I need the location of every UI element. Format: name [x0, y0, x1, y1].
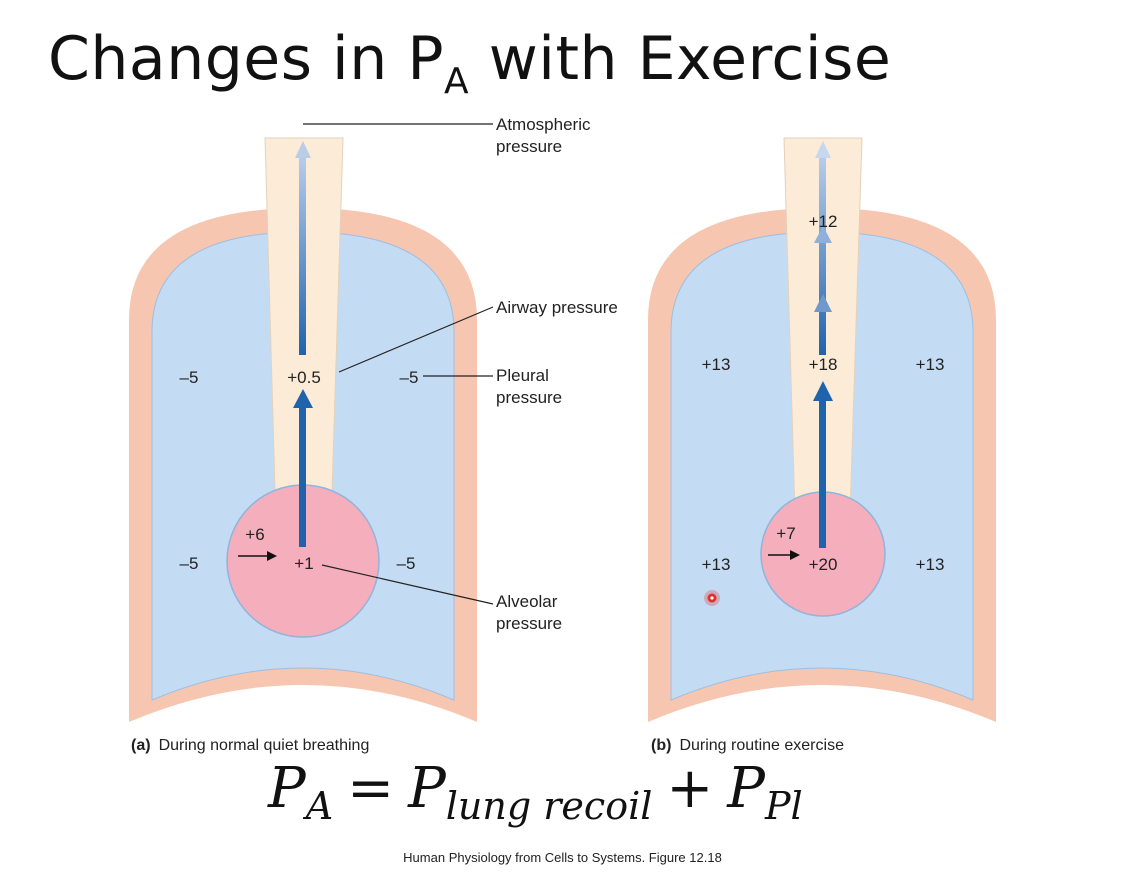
label-alveolar-2: pressure: [496, 614, 562, 633]
label-alveolar-1: Alveolar: [496, 592, 558, 611]
caption-b-text: During routine exercise: [679, 737, 844, 754]
pleural-value-b-upper-right: +13: [916, 355, 945, 374]
label-pleural-1: Pleural: [496, 366, 549, 385]
flow-arrow-faded-a: [299, 155, 306, 355]
eq-equals: =: [347, 756, 395, 821]
eq-lhs-sub: A: [305, 784, 334, 828]
eq-lhs: P: [268, 756, 306, 821]
annotations: Atmospheric pressure Airway pressure Ple…: [303, 115, 618, 633]
caption-a-text: During normal quiet breathing: [159, 737, 370, 754]
airway-value-b: +18: [809, 355, 838, 374]
recoil-arrowhead-b: [790, 550, 800, 560]
flow-arrow-b: [819, 398, 826, 548]
flow-arrowhead-a: [293, 389, 313, 408]
flow-arrowhead-b: [813, 381, 833, 401]
leader-airway: [338, 306, 494, 373]
label-airway: Airway pressure: [496, 298, 618, 317]
panel-b: +12 +13 +18 +13 +13 +7 +20 +13 (b) During…: [648, 137, 996, 754]
label-pleural-2: pressure: [496, 388, 562, 407]
airway-top-value-b: +12: [809, 212, 838, 231]
pleural-value-a-lower-left: –5: [180, 554, 199, 573]
title-subscript: A: [444, 61, 470, 102]
eq-term2-sub: Pl: [764, 784, 803, 828]
recoil-value-b: +7: [776, 524, 795, 543]
pressure-equation: PA=Plung recoil+PPl: [268, 756, 803, 828]
flow-arrowhead-faded-a: [295, 141, 311, 158]
source-citation: Human Physiology from Cells to Systems. …: [403, 850, 722, 865]
pleural-value-b-lower-right: +13: [916, 555, 945, 574]
flow-arrowhead-faded-b-low: [814, 294, 832, 312]
eq-term1: P: [408, 756, 446, 821]
alveolar-value-a: +1: [294, 554, 313, 573]
title-main: Changes in P: [48, 24, 444, 94]
recoil-arrowhead-a: [267, 551, 277, 561]
flow-arrowhead-faded-b-top: [815, 141, 831, 158]
panel-a: –5 +0.5 –5 –5 +6 +1 –5 (a) During normal …: [129, 137, 477, 754]
eq-term2: P: [727, 756, 765, 821]
alveolar-value-b: +20: [809, 555, 838, 574]
leader-alveolar: [321, 564, 494, 605]
pleural-value-a-lower-right: –5: [397, 554, 416, 573]
recoil-value-a: +6: [245, 525, 264, 544]
slide-title: Changes in PA with Exercise: [48, 24, 891, 102]
label-atmospheric-1: Atmospheric: [496, 115, 591, 134]
eq-plus: +: [666, 756, 714, 821]
pleural-value-b-lower-left: +13: [702, 555, 731, 574]
caption-a-letter: (a): [131, 737, 151, 754]
title-rest: with Exercise: [469, 24, 892, 94]
flow-arrow-faded-b: [819, 155, 826, 355]
label-atmospheric-2: pressure: [496, 137, 562, 156]
pleural-value-b-upper-left: +13: [702, 355, 731, 374]
flow-arrowhead-faded-b-mid: [814, 226, 832, 243]
caption-b: (b) During routine exercise: [651, 737, 844, 754]
eq-term1-sub: lung recoil: [445, 784, 653, 828]
airway-value-a: +0.5: [287, 368, 321, 387]
caption-b-letter: (b): [651, 737, 671, 754]
pleural-value-a-upper-right: –5: [400, 368, 419, 387]
caption-a: (a) During normal quiet breathing: [131, 737, 369, 754]
pleural-value-a-upper-left: –5: [180, 368, 199, 387]
pointer-cursor: [704, 590, 720, 606]
flow-arrow-a: [299, 405, 306, 547]
